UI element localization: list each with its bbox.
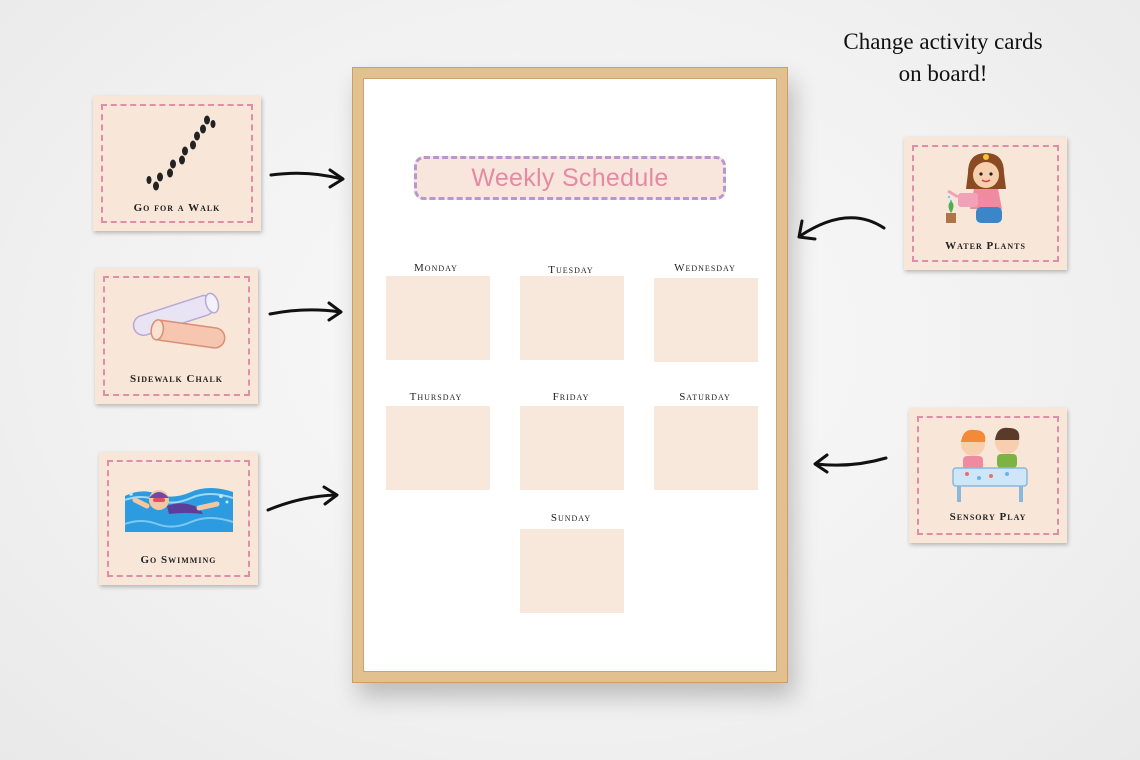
day-slot-saturday[interactable] (654, 406, 758, 490)
chalk-icon (132, 292, 226, 349)
day-label-saturday: Saturday (679, 391, 731, 403)
card-border (107, 460, 250, 577)
day-slot-sunday[interactable] (520, 529, 624, 613)
day-label-sunday: Sunday (550, 512, 592, 524)
arrow-icon (797, 216, 886, 241)
day-slot-friday[interactable] (520, 406, 624, 490)
day-label-tuesday: Tuesday (548, 264, 594, 276)
arrow-icon (268, 301, 343, 322)
activity-card-water[interactable]: Water Plants (904, 137, 1067, 270)
arrow-icon (813, 453, 888, 474)
activity-card-swim[interactable]: Go Swimming (99, 452, 258, 585)
day-label-monday: Monday (414, 262, 458, 274)
activity-card-walk[interactable]: Go for a Walk (93, 96, 261, 231)
card-border (912, 145, 1059, 262)
card-label-sensory: Sensory Play (949, 511, 1027, 523)
card-label-swim: Go Swimming (140, 554, 217, 566)
footprints-icon (146, 115, 216, 191)
schedule-board-frame: Weekly Schedule Monday Tuesday Wednesday… (352, 67, 788, 683)
card-border (917, 416, 1059, 535)
day-slot-wednesday[interactable] (654, 278, 758, 362)
headline-line-2: on board! (898, 61, 988, 86)
card-border (103, 276, 250, 396)
headline: Change activity cards on board! (812, 26, 1074, 90)
board-title: Weekly Schedule (414, 156, 726, 200)
activity-card-chalk[interactable]: Sidewalk Chalk (95, 268, 258, 404)
day-label-wednesday: Wednesday (674, 262, 736, 274)
kids-sensory-table-icon (952, 427, 1028, 502)
day-label-thursday: Thursday (409, 391, 463, 403)
day-slot-monday[interactable] (386, 276, 490, 360)
day-slot-thursday[interactable] (386, 406, 490, 490)
headline-line-1: Change activity cards (843, 29, 1043, 54)
arrow-icon (266, 485, 339, 512)
activity-card-sensory[interactable]: Sensory Play (909, 408, 1067, 543)
arrow-icon (269, 168, 345, 189)
day-slot-tuesday[interactable] (520, 276, 624, 360)
card-label-chalk: Sidewalk Chalk (129, 373, 224, 385)
day-label-friday: Friday (552, 391, 590, 403)
card-border (101, 104, 253, 223)
card-label-water: Water Plants (945, 240, 1026, 252)
card-label-walk: Go for a Walk (133, 202, 221, 214)
swimmer-icon (124, 488, 234, 532)
girl-watering-icon (946, 153, 1006, 223)
